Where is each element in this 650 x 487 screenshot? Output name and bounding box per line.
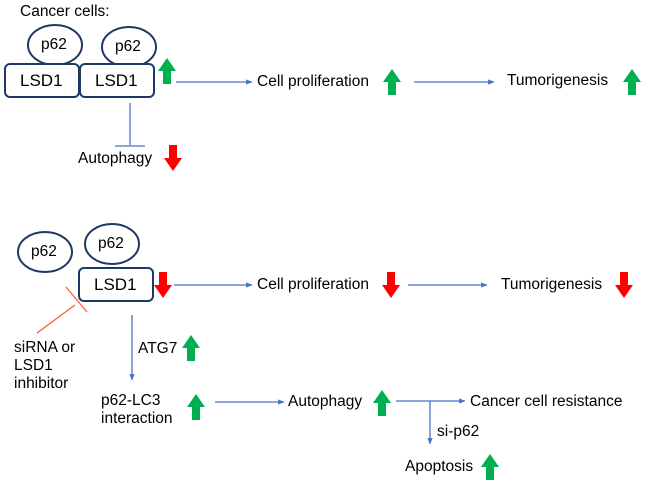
inhibitor-bar (65, 286, 88, 313)
inhibitor-line-1: siRNA or (14, 339, 76, 356)
cell-proliferation-label: Cell proliferation (257, 276, 369, 293)
up-arrow-icon (623, 69, 641, 95)
lsd1-node (78, 267, 154, 302)
cell-proliferation-label: Cell proliferation (257, 73, 369, 90)
resistance-label: Cancer cell resistance (470, 393, 623, 410)
down-arrow-icon (382, 272, 400, 298)
lsd1-label: LSD1 (95, 71, 138, 90)
up-arrow-icon (182, 335, 200, 361)
down-arrow-icon (615, 272, 633, 298)
down-arrow-icon (164, 145, 182, 171)
down-arrow-icon (154, 272, 172, 298)
si-p62-label: si-p62 (437, 423, 480, 440)
up-arrow-icon (158, 58, 176, 84)
up-arrow-icon (383, 69, 401, 95)
top-complex (4, 24, 157, 98)
p62-lc3-label: p62-LC3 interaction (101, 392, 173, 428)
up-arrow-icon (187, 394, 205, 420)
bottom-complex (17, 223, 154, 302)
p62-lc3-line-2: interaction (101, 410, 173, 427)
atg7-label: ATG7 (138, 340, 178, 357)
up-arrow-icon (481, 454, 499, 480)
apoptosis-label: Apoptosis (405, 458, 474, 475)
inhibitor-line-2: LSD1 (14, 357, 53, 374)
tumorigenesis-label: Tumorigenesis (507, 72, 609, 89)
inhibitor-line-3: inhibitor (14, 375, 69, 392)
p62-label: p62 (98, 235, 124, 252)
up-arrow-icon (373, 390, 391, 416)
tumorigenesis-label: Tumorigenesis (501, 276, 603, 293)
p62-node (84, 223, 140, 265)
inhibitor-label: siRNA or LSD1 inhibitor (14, 339, 75, 393)
p62-label: p62 (41, 36, 67, 53)
p62-lc3-line-1: p62-LC3 (101, 392, 161, 409)
lsd1-label: LSD1 (94, 275, 137, 294)
heading-cancer-cells: Cancer cells: (20, 3, 110, 20)
autophagy-label: Autophagy (288, 393, 363, 410)
p62-free-node (17, 231, 73, 273)
lsd1-label: LSD1 (20, 71, 63, 90)
inhibitor-line (36, 304, 76, 334)
autophagy-label: Autophagy (78, 150, 153, 167)
lsd1-node (79, 63, 155, 98)
p62-label: p62 (115, 38, 141, 55)
p62-free-label: p62 (31, 243, 57, 260)
